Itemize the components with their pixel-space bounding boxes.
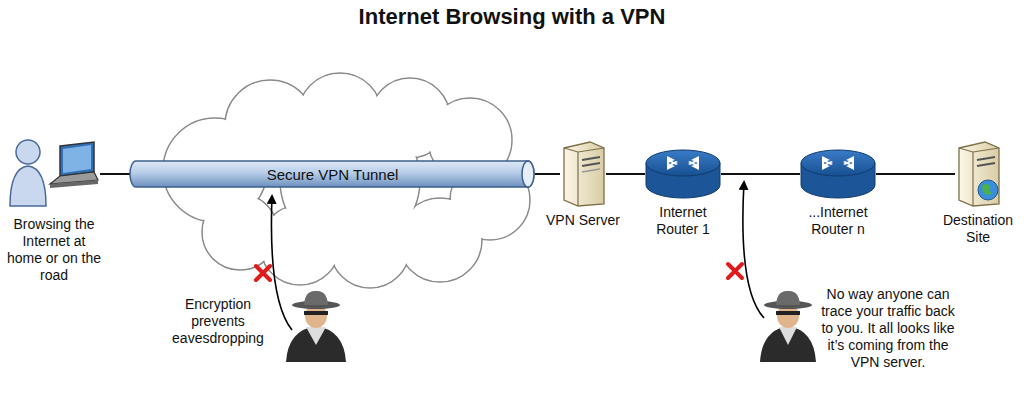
connector-line	[535, 173, 560, 175]
tunnel-node: Secure VPN Tunnel	[130, 160, 535, 188]
blocked-cross	[728, 264, 742, 278]
router-node: ...Internet Router n	[800, 148, 876, 200]
attack-arrow	[743, 182, 764, 318]
destination-node: Destination Site	[955, 140, 1001, 208]
eavesdropper-figure	[286, 291, 346, 362]
server-icon	[560, 140, 606, 208]
node-label: VPN Server	[533, 212, 633, 229]
connector-line	[876, 173, 955, 175]
user-laptop-icon	[8, 136, 100, 212]
blocked-cross	[256, 266, 270, 280]
router-icon	[800, 148, 876, 200]
tunnel-label: Secure VPN Tunnel	[267, 166, 399, 183]
eavesdropper-figure	[760, 291, 816, 362]
tunnel-label-wrap: Secure VPN Tunnel	[130, 160, 535, 188]
node-label: Destination Site	[933, 212, 1023, 246]
connector-line	[606, 173, 645, 175]
note-text: Encryption prevents eavesdropping	[168, 296, 268, 347]
user-node: Browsing the Internet at home or on the …	[8, 136, 100, 212]
connector-line	[721, 173, 800, 175]
note-text: No way anyone can trace your traffic bac…	[820, 286, 956, 371]
node-label: ...Internet Router n	[793, 204, 883, 238]
web-server-icon	[955, 140, 1001, 208]
router-node: Internet Router 1	[645, 148, 721, 200]
node-label: Internet Router 1	[643, 204, 723, 238]
diagram-title: Internet Browsing with a VPN	[0, 4, 1024, 30]
router-icon	[645, 148, 721, 200]
server-node: VPN Server	[560, 140, 606, 208]
connector-line	[100, 173, 130, 175]
node-label: Browsing the Internet at home or on the …	[4, 216, 104, 284]
attack-arrow	[271, 196, 292, 330]
